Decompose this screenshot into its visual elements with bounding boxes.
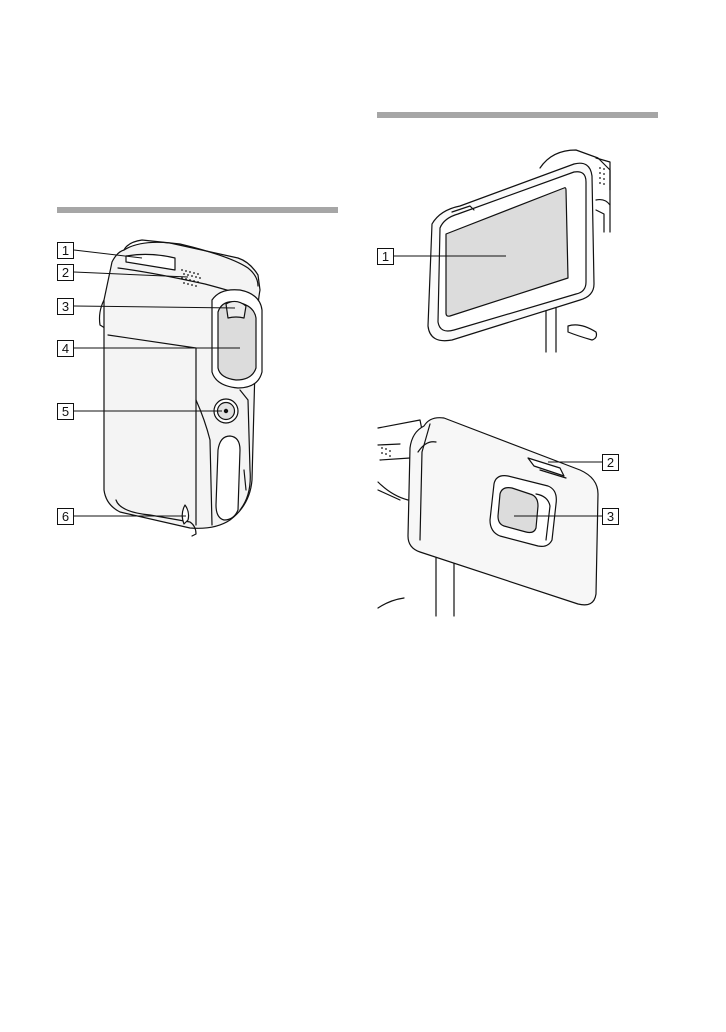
callout-right-bottom-3: 3 bbox=[602, 508, 619, 525]
lens-window-rear bbox=[498, 488, 538, 533]
callout-right-bottom-2: 2 bbox=[602, 454, 619, 471]
